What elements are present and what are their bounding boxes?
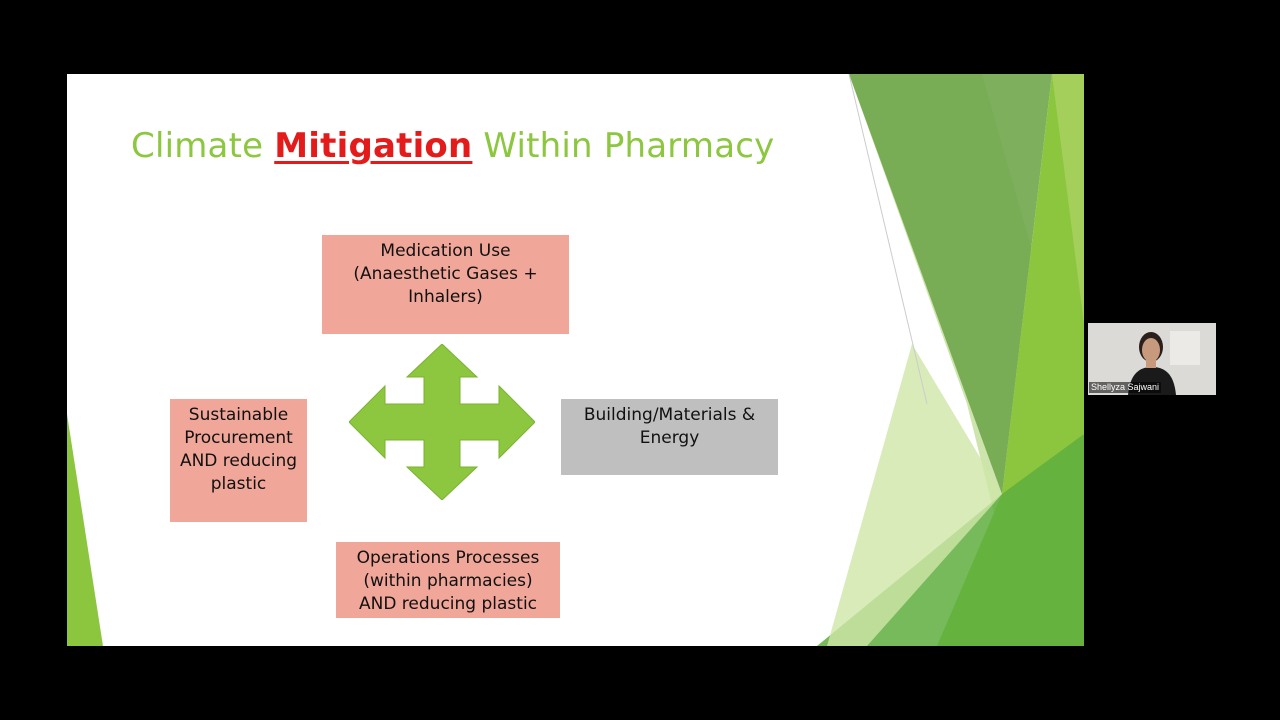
presentation-slide: Climate Mitigation Within Pharmacy Medic… — [67, 74, 1084, 646]
box-building-materials-energy: Building/Materials & Energy — [561, 399, 778, 475]
four-way-arrow — [349, 344, 535, 500]
green-facet-decoration — [67, 74, 1084, 646]
box-medication-use: Medication Use (Anaesthetic Gases + Inha… — [322, 235, 569, 334]
box-operations-processes: Operations Processes (within pharmacies)… — [336, 542, 560, 618]
participant-name-label: Shellyza Sajwani — [1089, 382, 1162, 393]
title-prefix: Climate — [131, 126, 275, 166]
box-sustainable-procurement: Sustainable Procurement AND reducing pla… — [170, 399, 307, 522]
title-suffix: Within Pharmacy — [472, 126, 775, 166]
webcam-thumbnail[interactable]: Shellyza Sajwani — [1088, 323, 1216, 395]
title-emphasis: Mitigation — [274, 126, 473, 166]
slide-title: Climate Mitigation Within Pharmacy — [131, 126, 774, 166]
